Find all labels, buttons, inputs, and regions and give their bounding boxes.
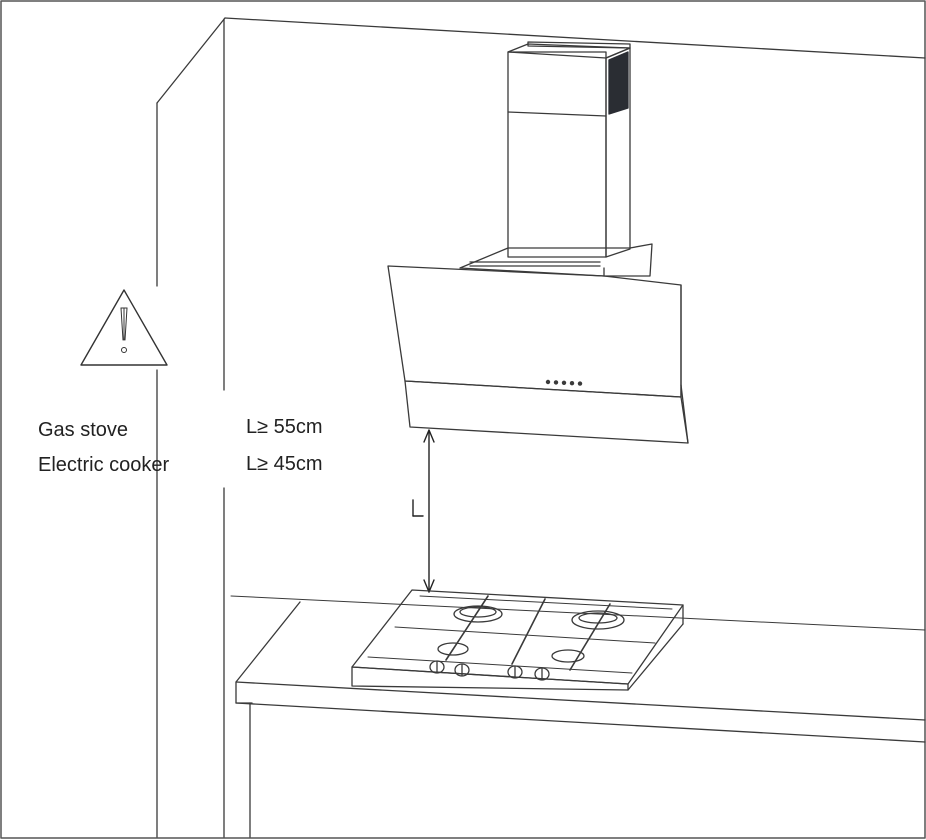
chimney-duct [507, 41, 631, 258]
control-buttons [545, 379, 583, 386]
countertop [235, 601, 926, 838]
warning-icon [80, 289, 168, 366]
vent-grille [608, 51, 629, 115]
burner-large [453, 605, 503, 623]
knobs [429, 660, 550, 681]
gas-stove-clearance: L≥ 55cm [246, 416, 323, 438]
wall-edges [156, 17, 926, 838]
burner-small [437, 642, 469, 656]
gas-stove-label: Gas stove [38, 419, 129, 441]
dimension-arrow [412, 429, 435, 593]
glass-panel [387, 265, 689, 444]
electric-cooker-clearance: L≥ 45cm [246, 453, 323, 475]
burner-small [551, 649, 585, 663]
gas-hob [351, 589, 684, 691]
burner-large [571, 610, 625, 630]
electric-cooker-label: Electric cooker [38, 454, 170, 476]
